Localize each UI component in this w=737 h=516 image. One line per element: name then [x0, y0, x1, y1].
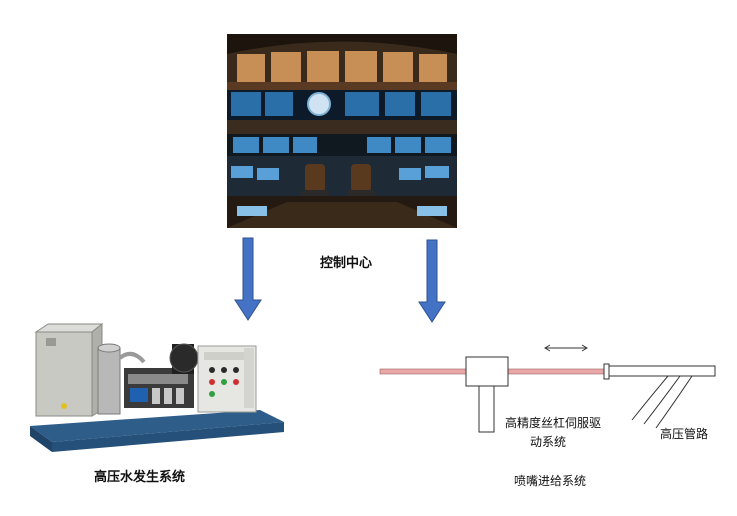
bidirectional-arrow-icon [544, 344, 588, 352]
water-pump-unit-illustration [30, 322, 284, 452]
servo-drive-label-line1: 高精度丝杠伺服驱 [505, 416, 602, 430]
water-system-label: 高压水发生系统 [94, 470, 186, 485]
servo-mount [478, 385, 495, 433]
control-center-image [227, 34, 457, 228]
arrow-down-icon [418, 239, 446, 323]
nozzle-system-label: 喷嘴进给系统 [514, 474, 587, 488]
pipe-label: 高压管路 [660, 427, 709, 441]
servo-carriage [465, 356, 509, 387]
hose-lines [631, 375, 693, 429]
high-pressure-pipe [608, 365, 716, 377]
coupling [603, 363, 610, 380]
arrow-down-icon [234, 237, 262, 321]
servo-drive-label-line2: 动系统 [530, 435, 567, 449]
control-center-label: 控制中心 [320, 256, 373, 271]
control-room-illustration [227, 34, 457, 228]
